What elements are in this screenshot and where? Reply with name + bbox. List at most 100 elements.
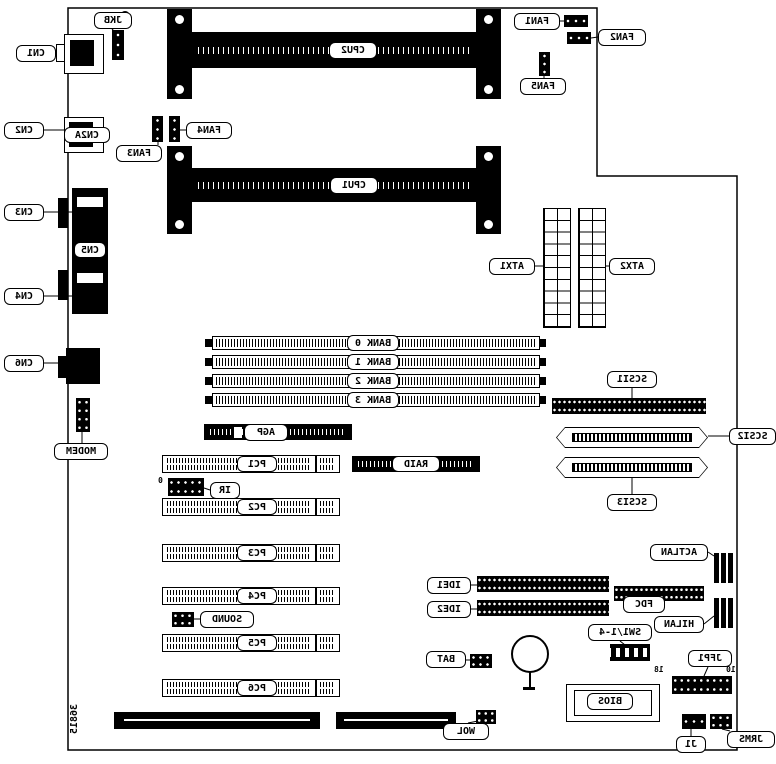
j1-jumper — [682, 714, 706, 729]
callout-scsi3: SCSI3 — [607, 494, 657, 511]
callout-bank3: BANK 3 — [347, 392, 399, 408]
edge-connector-right-stripe — [344, 719, 448, 721]
wol-header — [476, 710, 496, 724]
actlan-led-bar — [721, 553, 726, 583]
callout-actlan: ACTLAN — [650, 544, 708, 561]
dimm-clip — [539, 377, 546, 385]
battery-lead — [529, 672, 531, 688]
leader-lines — [44, 20, 731, 736]
callout-wol: WOL — [443, 723, 489, 740]
callout-sw1: SW1/1-4 — [588, 624, 652, 641]
jfp1-pin-18-label: 18 — [654, 665, 664, 674]
mounting-hole — [484, 152, 493, 161]
callout-pc3: PC3 — [237, 545, 277, 561]
callout-bat: BAT — [426, 651, 466, 668]
callout-pc4: PC4 — [237, 588, 277, 604]
scsi2-connector — [556, 427, 708, 448]
jrms-header — [710, 714, 732, 729]
board-part-number: 36815 — [69, 703, 80, 735]
actlan-led-bar — [728, 553, 733, 583]
modem-header — [76, 398, 90, 432]
mounting-hole — [175, 220, 184, 229]
dimm-clip — [205, 358, 212, 366]
fan3-header — [152, 116, 163, 142]
agp-slot-key — [234, 427, 242, 438]
hilan-led-bar — [714, 598, 719, 628]
fan1-header — [564, 15, 588, 27]
callout-cn3: CN3 — [4, 204, 44, 221]
callout-atx2: ATX2 — [609, 258, 655, 275]
mounting-hole — [175, 15, 184, 24]
callout-cpu1: CPU1 — [330, 177, 378, 194]
callout-modem: MODEM — [54, 443, 108, 460]
hilan-led-bar — [728, 598, 733, 628]
battery — [511, 635, 549, 673]
dimm-clip — [205, 377, 212, 385]
callout-jrms: JRMS — [727, 731, 775, 748]
callout-fan5: FAN5 — [520, 78, 566, 95]
scsi3-connector — [556, 457, 708, 478]
cn4-port-opening — [76, 272, 104, 284]
hilan-led-bar — [721, 598, 726, 628]
fan2-header — [567, 32, 591, 44]
callout-jkb: JKB — [94, 12, 132, 29]
callout-fan1: FAN1 — [514, 13, 560, 30]
callout-pc2: PC2 — [237, 499, 277, 515]
callout-atx1: ATX1 — [489, 258, 535, 275]
mounting-hole — [484, 220, 493, 229]
battery-lead-foot — [523, 687, 535, 690]
mounting-hole — [484, 15, 493, 24]
cn6-connector — [66, 348, 100, 384]
callout-cn2a: CN2A — [64, 127, 110, 143]
cn4-bracket-tab — [58, 270, 68, 300]
cn3-bracket-tab — [58, 198, 68, 228]
cn1-bracket-tab — [56, 44, 65, 62]
callout-cn2: CN2 — [4, 122, 44, 139]
callout-bios: BIOS — [587, 693, 633, 710]
callout-bank2: BANK 2 — [347, 373, 399, 389]
callout-agp: AGP — [244, 424, 288, 441]
callout-cn1: CN1 — [16, 45, 56, 62]
jfp1-pin-10-label: 10 — [726, 665, 736, 674]
dimm-clip — [205, 396, 212, 404]
atx1-power-connector — [543, 208, 571, 328]
callout-fan2: FAN2 — [598, 29, 646, 46]
callout-bank1: BANK 1 — [347, 354, 399, 370]
cn1-connector-opening — [70, 40, 94, 66]
callout-cn5: CN5 — [74, 242, 106, 258]
callout-scsi1: SCSI1 — [607, 371, 657, 388]
callout-sound: SOUND — [200, 611, 254, 628]
dimm-clip — [205, 339, 212, 347]
fan5-header — [539, 52, 550, 76]
fan4-header — [169, 116, 180, 142]
dimm-clip — [539, 396, 546, 404]
ir-pin-label: 0 — [158, 476, 163, 485]
mounting-hole — [175, 85, 184, 94]
callout-pc6: PC6 — [237, 680, 277, 696]
ide1-connector — [477, 576, 609, 592]
cpu2-bracket-left — [167, 9, 192, 99]
callout-scsi2: SCSI2 — [729, 428, 776, 445]
scsi1-connector — [552, 398, 706, 414]
jkb-header — [112, 30, 124, 60]
cpu1-slot — [192, 168, 476, 202]
callout-ide1: IDE1 — [427, 577, 471, 594]
scsi3-contact-strip — [572, 463, 692, 472]
dimm-clip — [539, 339, 546, 347]
mounting-hole — [484, 85, 493, 94]
callout-cn6: CN6 — [4, 355, 44, 372]
edge-connector-left-stripe — [124, 719, 310, 721]
sound-header — [172, 612, 194, 627]
ir-header — [168, 478, 204, 496]
atx2-power-connector — [578, 208, 606, 328]
cn6-bracket-tab — [58, 356, 67, 378]
callout-fdc: FDC — [623, 596, 665, 613]
actlan-led-bar — [714, 553, 719, 583]
callout-fan4: FAN4 — [186, 122, 232, 139]
callout-cn4: CN4 — [4, 288, 44, 305]
bat-header — [470, 654, 492, 668]
scsi2-contact-strip — [572, 433, 692, 442]
callout-ir: IR — [210, 482, 240, 499]
callout-hilan: HILAN — [654, 616, 704, 633]
callout-pc1: PC1 — [237, 456, 277, 472]
